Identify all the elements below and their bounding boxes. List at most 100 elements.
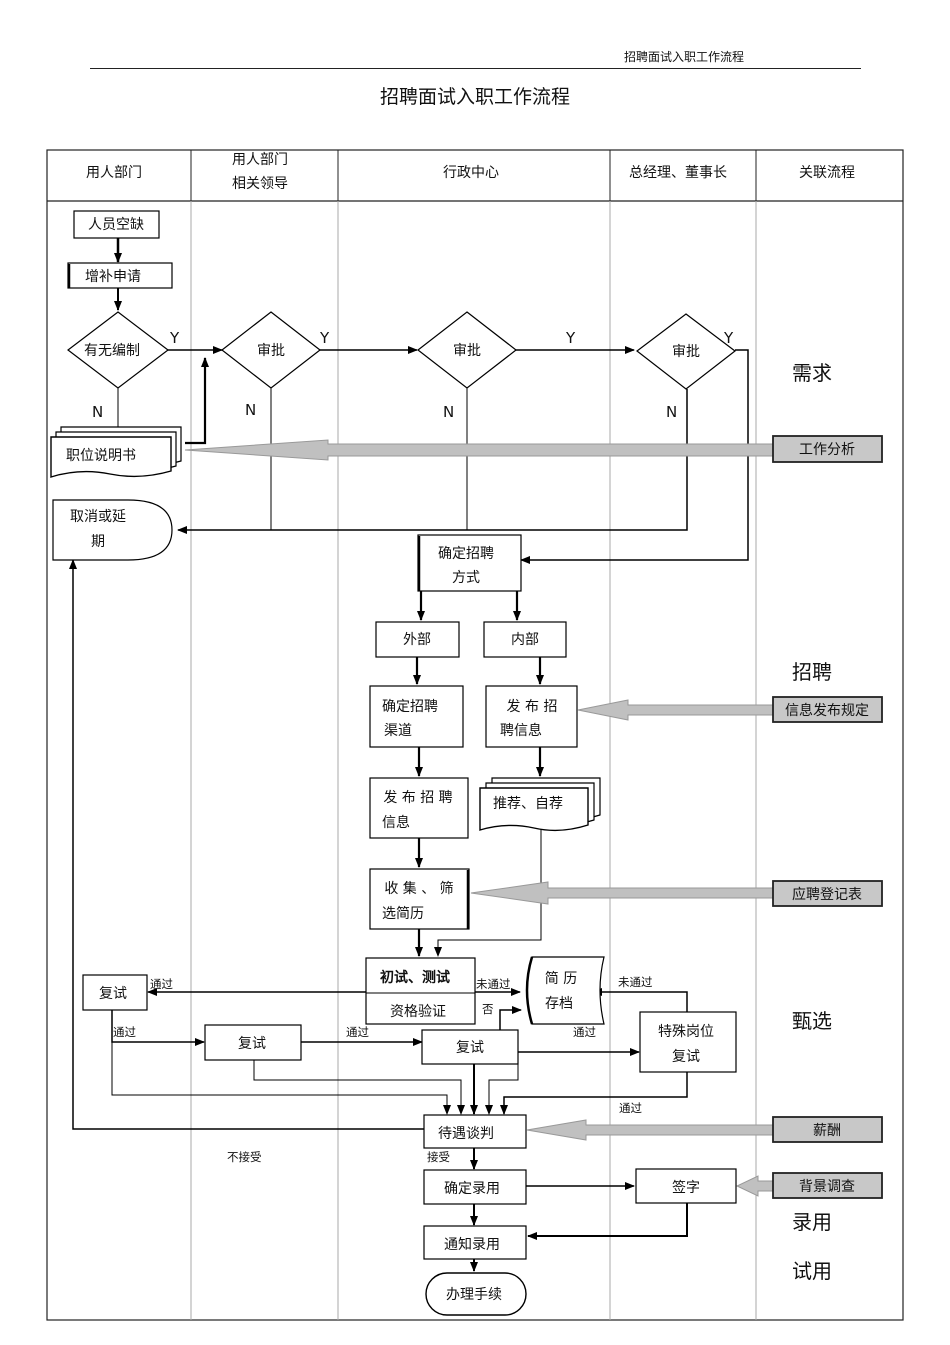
feed-arrow-salary: [526, 1119, 774, 1141]
related-background: 背景调查: [772, 1172, 883, 1199]
stage-recruit: 招聘: [792, 660, 832, 684]
svg-text:审批: 审批: [672, 344, 700, 360]
svg-text:信息发布规定: 信息发布规定: [785, 702, 869, 719]
label-not-pass-first: 未通过: [476, 977, 511, 991]
svg-text:复试: 复试: [238, 1035, 266, 1052]
svg-text:背景调查: 背景调查: [799, 1179, 855, 1195]
node-special-retest: 特殊岗位 复试: [639, 1011, 737, 1073]
label-yes-leader: Y: [319, 329, 330, 347]
svg-text:确定招聘: 确定招聘: [382, 699, 438, 715]
svg-text:签字: 签字: [672, 1179, 700, 1196]
node-recommend: 推荐、自荐: [479, 777, 601, 832]
node-retest-dept: 复试: [82, 974, 148, 1011]
label-yes-quota: Y: [169, 329, 180, 347]
stage-trial: 试用: [792, 1259, 832, 1283]
label-fail-retest: 否: [482, 1002, 494, 1016]
lane-header-dept: 用人部门: [86, 165, 142, 181]
label-no-admin: N: [443, 403, 454, 421]
svg-text:资格验证: 资格验证: [390, 1004, 446, 1020]
svg-text:确定录用: 确定录用: [444, 1181, 500, 1197]
svg-text:简 历: 简 历: [545, 970, 577, 987]
lane-header-leader: 用人部门: [232, 152, 288, 168]
header-rule: [90, 68, 861, 69]
node-cancel-delay: 取消或延 期: [52, 499, 173, 561]
node-recruit-method: 确定招聘 方式: [417, 534, 522, 592]
label-accept: 接受: [427, 1150, 450, 1164]
node-notify-hire: 通知录用: [423, 1225, 527, 1260]
node-job-description: 职位说明书: [50, 426, 182, 478]
related-info-rules: 信息发布规定: [772, 696, 883, 723]
feed-arrow-job-analysis: [184, 439, 774, 461]
svg-text:收 集 、 筛: 收 集 、 筛: [384, 880, 453, 897]
svg-text:选简历: 选简历: [382, 905, 424, 922]
svg-text:内部: 内部: [511, 632, 539, 648]
node-retest-admin: 复试: [421, 1029, 519, 1065]
node-vacancy: 人员空缺: [73, 210, 160, 239]
stage-select: 甄选: [792, 1009, 832, 1033]
svg-text:审批: 审批: [257, 343, 285, 359]
svg-text:取消或延: 取消或延: [70, 509, 126, 525]
svg-text:发 布 招 聘: 发 布 招 聘: [383, 790, 452, 806]
page-title: 招聘面试入职工作流程: [379, 86, 570, 108]
svg-text:期: 期: [91, 534, 105, 550]
svg-text:增补申请: 增补申请: [85, 269, 141, 285]
node-publish-external: 发 布 招 聘 信息: [369, 777, 469, 839]
node-apply: 增补申请: [67, 262, 173, 289]
stage-hire: 录用: [792, 1210, 832, 1234]
svg-text:复试: 复试: [456, 1039, 484, 1056]
svg-text:渠道: 渠道: [384, 723, 412, 739]
node-procedures: 办理手续: [425, 1272, 527, 1316]
node-sign: 签字: [635, 1168, 737, 1204]
feed-arrow-app-form: [470, 881, 774, 905]
svg-text:审批: 审批: [453, 343, 481, 359]
node-external: 外部: [375, 621, 460, 658]
label-yes-gm: Y: [723, 329, 734, 347]
node-approve-gm: 审批: [636, 313, 736, 390]
node-internal: 内部: [483, 621, 567, 658]
feed-arrow-info-rules: [577, 699, 774, 721]
related-job-analysis: 工作分析: [772, 435, 883, 463]
running-header: 招聘面试入职工作流程: [624, 50, 745, 64]
lane-header-gm: 总经理、董事长: [629, 165, 727, 181]
node-approve-admin: 审批: [417, 311, 517, 389]
node-confirm-hire: 确定录用: [423, 1169, 527, 1205]
node-approve-leader: 审批: [221, 311, 321, 389]
node-salary-negotiation: 待遇谈判: [423, 1114, 527, 1149]
svg-text:办理手续: 办理手续: [446, 1286, 502, 1303]
svg-text:待遇谈判: 待遇谈判: [438, 1126, 494, 1142]
label-no-leader: N: [245, 401, 256, 419]
svg-text:发 布 招: 发 布 招: [507, 699, 558, 715]
svg-text:聘信息: 聘信息: [500, 722, 542, 739]
svg-text:信息: 信息: [382, 814, 410, 831]
label-pass-leader-retest: 通过: [346, 1025, 369, 1039]
svg-text:应聘登记表: 应聘登记表: [792, 886, 862, 903]
node-first-interview: 初试、测试 资格验证: [365, 957, 476, 1025]
label-pass-admin-retest: 通过: [573, 1025, 596, 1039]
label-pass-dept-retest: 通过: [113, 1025, 136, 1039]
lane-header-leader-2: 相关领导: [232, 176, 288, 192]
svg-text:外部: 外部: [403, 632, 431, 648]
lane-header-related: 关联流程: [799, 165, 855, 181]
svg-text:存档: 存档: [545, 996, 573, 1012]
related-salary: 薪酬: [772, 1116, 883, 1143]
stage-demand: 需求: [792, 361, 832, 385]
lane-header-admin: 行政中心: [443, 165, 499, 181]
svg-text:薪酬: 薪酬: [813, 1123, 841, 1139]
node-collect-resume: 收 集 、 筛 选简历: [369, 868, 470, 930]
svg-text:通知录用: 通知录用: [444, 1236, 500, 1253]
feed-arrow-background: [735, 1175, 774, 1197]
svg-text:方式: 方式: [452, 570, 480, 586]
node-publish-internal: 发 布 招 聘信息: [485, 685, 578, 748]
node-recruit-channel: 确定招聘 渠道: [369, 685, 464, 748]
label-no-quota: N: [92, 403, 103, 421]
label-not-pass-special: 未通过: [618, 975, 653, 989]
svg-text:确定招聘: 确定招聘: [438, 546, 494, 562]
related-app-form: 应聘登记表: [772, 880, 883, 907]
svg-text:职位说明书: 职位说明书: [66, 448, 136, 464]
node-resume-archive: 简 历 存档: [525, 956, 605, 1025]
svg-text:人员空缺: 人员空缺: [88, 217, 144, 233]
label-pass-special: 通过: [619, 1101, 642, 1115]
svg-text:推荐、自荐: 推荐、自荐: [493, 796, 563, 812]
svg-text:复试: 复试: [99, 985, 127, 1002]
